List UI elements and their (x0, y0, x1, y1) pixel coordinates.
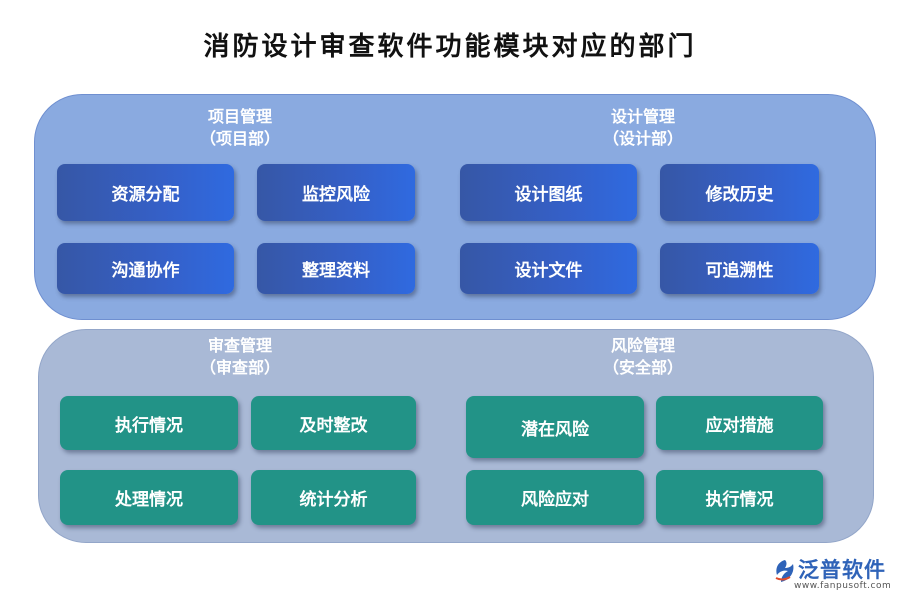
module-box[interactable]: 处理情况 (60, 470, 238, 525)
group-header-review: 审查管理 （审查部） (140, 335, 340, 379)
page-title: 消防设计审查软件功能模块对应的部门 (203, 32, 697, 62)
group-header-risk: 风险管理 （安全部） (543, 335, 743, 379)
module-box[interactable]: 执行情况 (60, 396, 238, 450)
group-dept: （审查部） (199, 358, 280, 377)
group-dept: （安全部） (602, 358, 683, 377)
module-box[interactable]: 执行情况 (656, 470, 823, 525)
fanpu-logo-icon (775, 560, 794, 582)
module-box[interactable]: 设计图纸 (460, 164, 637, 221)
module-box[interactable]: 潜在风险 (466, 396, 644, 458)
group-name: 审查管理 (207, 336, 272, 355)
group-dept: （设计部） (602, 129, 683, 148)
module-box[interactable]: 及时整改 (251, 396, 416, 450)
group-header-project: 项目管理 （项目部） (140, 106, 340, 150)
module-box[interactable]: 资源分配 (57, 164, 234, 221)
module-box[interactable]: 统计分析 (251, 470, 416, 525)
group-name: 风险管理 (610, 336, 675, 355)
logo-url: www.fanpusoft.com (794, 581, 892, 591)
module-box[interactable]: 设计文件 (460, 243, 637, 294)
logo: 泛普软件 www.fanpusoft.com (768, 554, 893, 594)
module-box[interactable]: 风险应对 (466, 470, 644, 525)
group-name: 设计管理 (610, 107, 675, 126)
module-box[interactable]: 修改历史 (660, 164, 819, 221)
module-box[interactable]: 应对措施 (656, 396, 823, 450)
group-header-design: 设计管理 （设计部） (543, 106, 743, 150)
logo-text: 泛普软件 (798, 558, 886, 582)
group-name: 项目管理 (207, 107, 272, 126)
module-box[interactable]: 监控风险 (257, 164, 415, 221)
module-box[interactable]: 整理资料 (257, 243, 415, 294)
group-dept: （项目部） (199, 129, 280, 148)
module-box[interactable]: 可追溯性 (660, 243, 819, 294)
module-box[interactable]: 沟通协作 (57, 243, 234, 294)
